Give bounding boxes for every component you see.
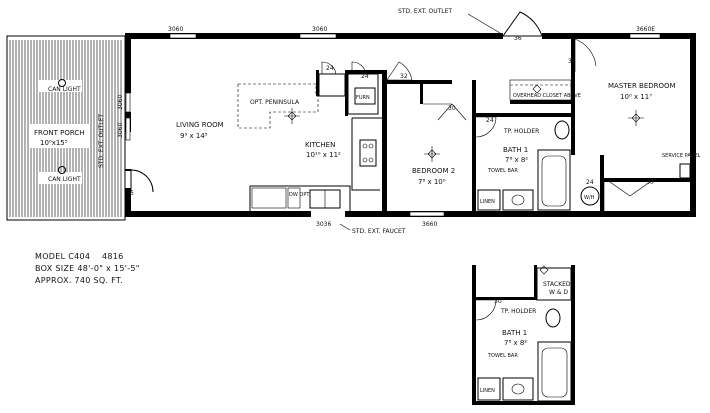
linen-closet bbox=[477, 377, 501, 401]
room-name-master-bedroom: MASTER BEDROOM bbox=[608, 82, 676, 90]
front-door: 36 bbox=[125, 169, 154, 197]
shelf-label: OVERHEAD CLOSET ABOVE bbox=[513, 93, 581, 99]
room-name-kitchen: KITCHEN bbox=[305, 141, 335, 149]
door-size: 36 bbox=[514, 35, 522, 42]
toilet-icon bbox=[554, 120, 570, 140]
vanity-icon bbox=[502, 377, 534, 401]
stacked-washer-dryer bbox=[536, 267, 572, 301]
approx-area: APPROX. 740 SQ. FT. bbox=[35, 276, 123, 285]
box-size: BOX SIZE 48'-0" x 15'-5" bbox=[35, 264, 140, 273]
living-room: LIVING ROOM 9⁹ x 14⁵ bbox=[176, 121, 224, 140]
room-name-bath-1: BATH 1 bbox=[503, 146, 528, 154]
ceiling-light-icon bbox=[284, 108, 300, 124]
leader-line bbox=[467, 13, 501, 34]
door-size: 24 bbox=[486, 117, 494, 124]
towel-bar-label: TOWEL BAR bbox=[487, 168, 518, 174]
ext-outlet-note: STD. EXT. OUTLET bbox=[398, 8, 452, 15]
door-size: 36 bbox=[126, 190, 134, 197]
window-label: 3060 bbox=[312, 26, 327, 33]
door-size: 24 bbox=[326, 65, 334, 72]
can-light-icon bbox=[58, 166, 66, 174]
model-code: 4816 bbox=[102, 252, 124, 261]
opt-peninsula: OPT. PENINSULA bbox=[237, 83, 319, 129]
service-panel-icon bbox=[679, 163, 691, 179]
door-size: 24 bbox=[586, 179, 594, 186]
furnace-label: FURN bbox=[356, 95, 370, 101]
room-dims-living-room: 9⁹ x 14⁵ bbox=[180, 132, 208, 140]
leader-line bbox=[339, 223, 351, 231]
door-size: 24 bbox=[361, 73, 369, 80]
vanity-icon bbox=[502, 189, 534, 211]
kitchen: KITCHEN 10¹⁰ x 11² DW OPT bbox=[249, 117, 382, 211]
window-label: 3060 bbox=[117, 123, 124, 138]
door-size: 32 bbox=[400, 73, 408, 80]
windows: 3060 3060 3660E 3060 3060 3036 3660 bbox=[117, 26, 661, 228]
service-panel-label: SERVICE PANEL bbox=[662, 153, 701, 159]
master-bedroom: MASTER BEDROOM 10⁰ x 11⁷ 32 30 W/H 24 SE… bbox=[568, 38, 701, 211]
range-icon bbox=[359, 139, 377, 167]
ceiling-light-icon bbox=[532, 84, 542, 94]
room-name-bath-1-alt: BATH 1 bbox=[502, 329, 527, 337]
model-number: MODEL C404 bbox=[35, 252, 90, 261]
room-dims-kitchen: 10¹⁰ x 11² bbox=[306, 151, 341, 159]
water-heater-icon bbox=[580, 186, 600, 206]
bedroom-2: BEDROOM 2 7⁸ x 10⁰ 32 30 bbox=[386, 61, 467, 186]
bath-1: BATH 1 7⁸ x 8² 24 TP. HOLDER TOWEL BAR L… bbox=[475, 79, 581, 211]
room-dims-bath-1-alt: 7⁸ x 8² bbox=[504, 339, 527, 347]
can-light-label: CAN LIGHT bbox=[48, 176, 81, 183]
window-label: 3036 bbox=[316, 221, 331, 228]
can-light-icon bbox=[58, 79, 66, 87]
tp-holder-label: TP. HOLDER bbox=[500, 308, 536, 315]
door-size: 30 bbox=[646, 179, 654, 186]
window-label: 3060 bbox=[117, 95, 124, 110]
room-dims-bedroom-2: 7⁸ x 10⁰ bbox=[418, 178, 446, 186]
door-size: 32 bbox=[568, 58, 576, 65]
ceiling-light-icon bbox=[424, 146, 440, 162]
linen-label: LINEN bbox=[480, 388, 495, 394]
room-dims-bath-1: 7⁸ x 8² bbox=[505, 156, 528, 164]
room-dims-front-porch: 10⁰x15⁵ bbox=[40, 139, 68, 147]
room-dims-master-bedroom: 10⁰ x 11⁷ bbox=[620, 93, 652, 101]
toilet-icon bbox=[545, 308, 561, 328]
window-label: 3660E bbox=[636, 26, 655, 33]
water-heater-label: W/H bbox=[584, 195, 595, 201]
room-name-front-porch: FRONT PORCH bbox=[34, 129, 85, 137]
closets-upper: 24 FURN 24 bbox=[318, 61, 379, 115]
dishwasher-label: DW OPT bbox=[289, 192, 310, 198]
front-porch: CAN LIGHT CAN LIGHT FRONT PORCH 10⁰x15⁵ … bbox=[6, 35, 126, 221]
bathtub-icon bbox=[537, 341, 572, 402]
ceiling-light-icon bbox=[628, 110, 644, 126]
model-info: MODEL C404 4816 BOX SIZE 48'-0" x 15'-5"… bbox=[35, 252, 140, 285]
interior-walls bbox=[316, 39, 690, 211]
stacked-label: STACKED bbox=[543, 281, 571, 288]
room-name-living-room: LIVING ROOM bbox=[176, 121, 224, 129]
window-label: 3660 bbox=[422, 221, 437, 228]
refrigerator-icon bbox=[251, 187, 287, 209]
alternate-bath-detail: STACKED W & D 30 TP. HOLDER BATH 1 7⁸ x … bbox=[472, 265, 575, 405]
can-light-label: CAN LIGHT bbox=[48, 86, 81, 93]
stacked-wd-label: W & D bbox=[549, 289, 568, 296]
outlet-door: 36 bbox=[502, 11, 543, 42]
room-name-bedroom-2: BEDROOM 2 bbox=[412, 167, 455, 175]
ceiling-light-icon bbox=[539, 265, 549, 275]
shelving bbox=[509, 79, 572, 101]
door-size: 30 bbox=[448, 105, 456, 112]
door-size: 30 bbox=[494, 298, 502, 305]
ext-outlet-side-label: STD. EXT. OUTLET bbox=[98, 114, 105, 168]
bathtub-icon bbox=[537, 149, 571, 211]
opt-peninsula-label: OPT. PENINSULA bbox=[250, 99, 300, 106]
linen-closet bbox=[477, 189, 501, 211]
tp-holder-label: TP. HOLDER bbox=[503, 128, 539, 135]
towel-bar-label: TOWEL BAR bbox=[487, 353, 518, 359]
linen-label: LINEN bbox=[480, 199, 495, 205]
window-label: 3060 bbox=[168, 26, 183, 33]
dishwasher-icon bbox=[287, 187, 301, 209]
ext-faucet-note: STD. EXT. FAUCET bbox=[352, 228, 406, 235]
